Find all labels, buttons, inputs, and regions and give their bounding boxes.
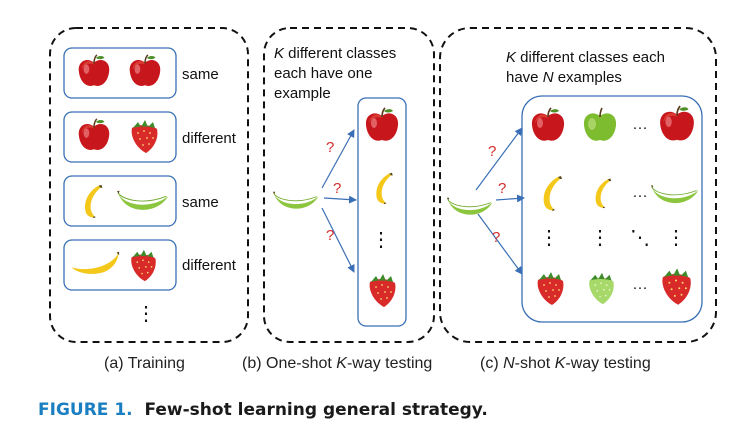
- training-dashed-border: [49, 27, 249, 343]
- apple-icon: [365, 107, 399, 142]
- green-strawberry-icon: [589, 272, 614, 305]
- strawberry-icon: [131, 249, 156, 282]
- panel-training: same different same different ⋮: [49, 27, 249, 343]
- caption-one-shot: (b) One-shot K-way testing: [242, 355, 433, 372]
- caption-training: (a) Training: [104, 355, 185, 372]
- green-apple-icon: [583, 107, 617, 142]
- vertical-ellipsis: ⋮: [136, 303, 156, 325]
- banana-yellow-icon: [85, 184, 103, 219]
- strawberry-icon: [131, 120, 158, 153]
- pair-label: different: [182, 257, 237, 274]
- pair-label: same: [182, 194, 219, 211]
- support-set-box: [521, 95, 703, 323]
- query-banana-icon: [446, 197, 493, 216]
- figure-label: FIGURE 1.: [38, 400, 133, 420]
- query-arrow: [495, 194, 525, 203]
- diagonal-ellipsis: ⋱: [630, 227, 650, 249]
- banana-yellow-icon: [376, 172, 393, 205]
- question-mark: ?: [333, 180, 341, 197]
- one-shot-header-line3: example: [274, 85, 331, 102]
- apple-icon: [531, 107, 565, 142]
- one-shot-header-line2: each have one: [274, 65, 372, 82]
- question-mark: ?: [326, 227, 334, 244]
- banana-yellow-icon: [543, 176, 562, 211]
- training-row: different: [63, 111, 237, 163]
- apple-icon: [659, 105, 695, 142]
- question-mark: ?: [492, 229, 500, 246]
- training-row: different: [63, 239, 237, 291]
- panel-n-shot: K different classes each have N examples…: [439, 27, 717, 343]
- query-banana-icon: [272, 191, 319, 210]
- one-shot-dashed-border: [263, 27, 435, 343]
- strawberry-icon: [662, 268, 691, 305]
- training-row: same: [63, 175, 219, 227]
- n-shot-dashed-border: [439, 27, 717, 343]
- figure-caption: FIGURE 1. Few-shot learning general stra…: [38, 400, 488, 420]
- pair-label: same: [182, 66, 219, 83]
- panel-one-shot: K different classes each have one exampl…: [263, 27, 435, 343]
- banana-yellow-icon: [71, 251, 120, 274]
- training-pair-box: [63, 47, 177, 99]
- training-pair-box: [63, 175, 177, 227]
- vertical-ellipsis: ⋮: [371, 229, 391, 251]
- support-set-box: [357, 97, 407, 327]
- horizontal-ellipsis: ···: [633, 187, 648, 204]
- caption-n-shot: (c) N-shot K-way testing: [480, 355, 651, 372]
- horizontal-ellipsis: ···: [633, 279, 648, 296]
- n-shot-header-line2: have N examples: [506, 69, 622, 86]
- query-arrow: [323, 195, 357, 204]
- question-mark: ?: [488, 143, 496, 160]
- vertical-ellipsis: ⋮: [539, 227, 559, 249]
- strawberry-icon: [537, 272, 564, 305]
- figure-title-text: Few-shot learning general strategy.: [144, 400, 488, 420]
- strawberry-icon: [369, 274, 396, 307]
- vertical-ellipsis: ⋮: [590, 227, 610, 249]
- question-mark: ?: [498, 180, 506, 197]
- banana-green-icon: [650, 185, 699, 204]
- apple-icon: [128, 54, 162, 87]
- query-arrow: [321, 207, 355, 273]
- training-row: same: [63, 47, 219, 99]
- banana-green-icon: [116, 190, 169, 211]
- vertical-ellipsis: ⋮: [666, 227, 686, 249]
- query-arrow: [477, 213, 523, 275]
- question-mark: ?: [326, 139, 334, 156]
- training-pair-box: [63, 239, 177, 291]
- query-arrow: [321, 129, 355, 189]
- banana-yellow-icon: [595, 178, 612, 209]
- query-arrow: [475, 127, 523, 191]
- apple-icon: [77, 54, 111, 87]
- horizontal-ellipsis: ···: [633, 119, 648, 136]
- apple-icon: [77, 118, 111, 151]
- n-shot-header-line1: K different classes each: [506, 49, 665, 66]
- training-pair-box: [63, 111, 177, 163]
- pair-label: different: [182, 130, 237, 147]
- one-shot-header-line1: K different classes: [274, 45, 396, 62]
